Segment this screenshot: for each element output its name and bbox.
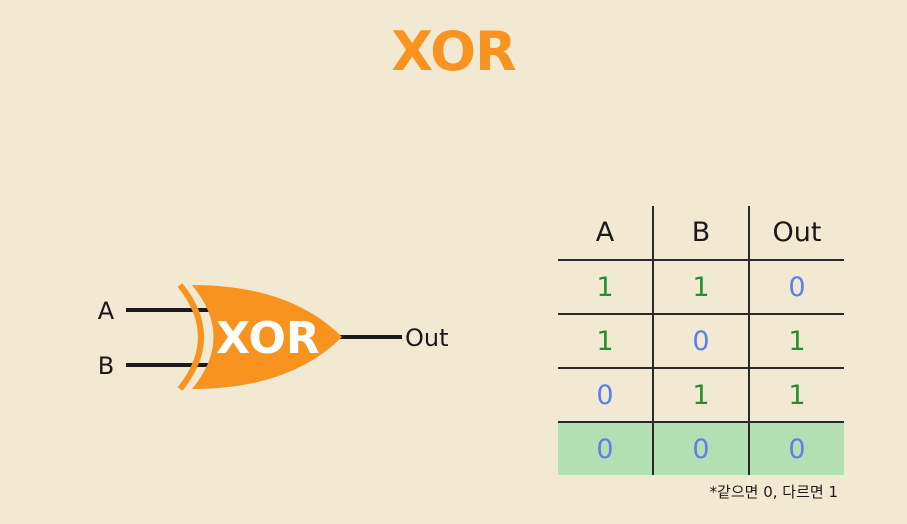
cell-out: 0 <box>748 422 844 475</box>
cell-a: 1 <box>558 260 653 315</box>
truth-table: A B Out 1 1 0 1 0 1 0 1 1 0 0 0 <box>558 206 844 475</box>
table-row: 1 0 1 <box>558 314 844 369</box>
table-header-row: A B Out <box>558 206 844 261</box>
output-label: Out <box>405 324 449 352</box>
header-a: A <box>558 206 653 261</box>
cell-out: 0 <box>748 260 844 315</box>
header-b: B <box>652 206 749 261</box>
table-row-highlighted: 0 0 0 <box>558 422 844 475</box>
cell-a: 1 <box>558 314 653 369</box>
xor-gate-body <box>192 285 342 389</box>
cell-out: 1 <box>748 368 844 423</box>
cell-b: 0 <box>652 314 749 369</box>
cell-b: 1 <box>652 368 749 423</box>
cell-b: 1 <box>652 260 749 315</box>
input-a-label: A <box>98 297 115 325</box>
table-row: 0 1 1 <box>558 368 844 423</box>
xor-back-curve <box>177 283 204 391</box>
header-out: Out <box>748 206 844 261</box>
rule-note: *같으면 0, 다르면 1 <box>709 483 838 501</box>
cell-b: 0 <box>652 422 749 475</box>
page-title: XOR <box>391 20 516 83</box>
xor-gate-diagram: XOR A B Out <box>98 283 449 391</box>
cell-a: 0 <box>558 422 653 475</box>
cell-out: 1 <box>748 314 844 369</box>
table-row: 1 1 0 <box>558 260 844 315</box>
input-b-label: B <box>98 352 114 380</box>
cell-a: 0 <box>558 368 653 423</box>
gate-label: XOR <box>216 313 320 364</box>
